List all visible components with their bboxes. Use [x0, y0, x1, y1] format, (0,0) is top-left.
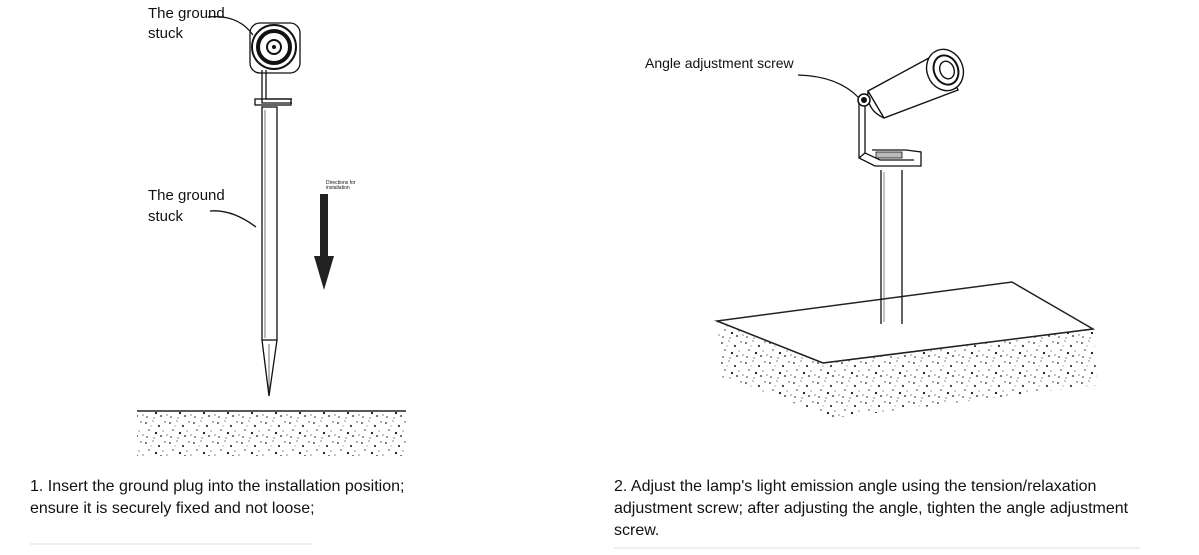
- left-mid-label-line2: stuck: [148, 208, 184, 225]
- right-bracket: [858, 100, 922, 167]
- installation-direction-arrow: [314, 194, 334, 290]
- left-ground-stake: [261, 106, 278, 397]
- step-2-text: 2. Adjust the lamp's light emission angl…: [614, 478, 1129, 539]
- left-mid-label-line1: The ground: [148, 187, 225, 204]
- left-bracket: [254, 70, 292, 106]
- left-top-label-line1: The ground: [148, 5, 225, 22]
- right-ground-slab: [714, 281, 1097, 418]
- screw-label: Angle adjustment screw: [645, 55, 794, 71]
- step-1-text: 1. Insert the ground plug into the insta…: [30, 478, 405, 517]
- screw-leader-line: [797, 74, 860, 99]
- right-pole: [880, 170, 903, 324]
- right-lamp-body: [867, 48, 965, 119]
- left-ground: [137, 410, 406, 456]
- angle-adjustment-screw: [857, 93, 871, 107]
- direction-label-line2: installation: [326, 185, 350, 191]
- left-mid-leader: [209, 210, 257, 228]
- direction-label-line1: Directions for: [326, 180, 356, 186]
- left-top-leader: [207, 16, 254, 36]
- left-top-label-line2: stuck: [148, 25, 184, 42]
- left-lamp-head: [249, 22, 301, 74]
